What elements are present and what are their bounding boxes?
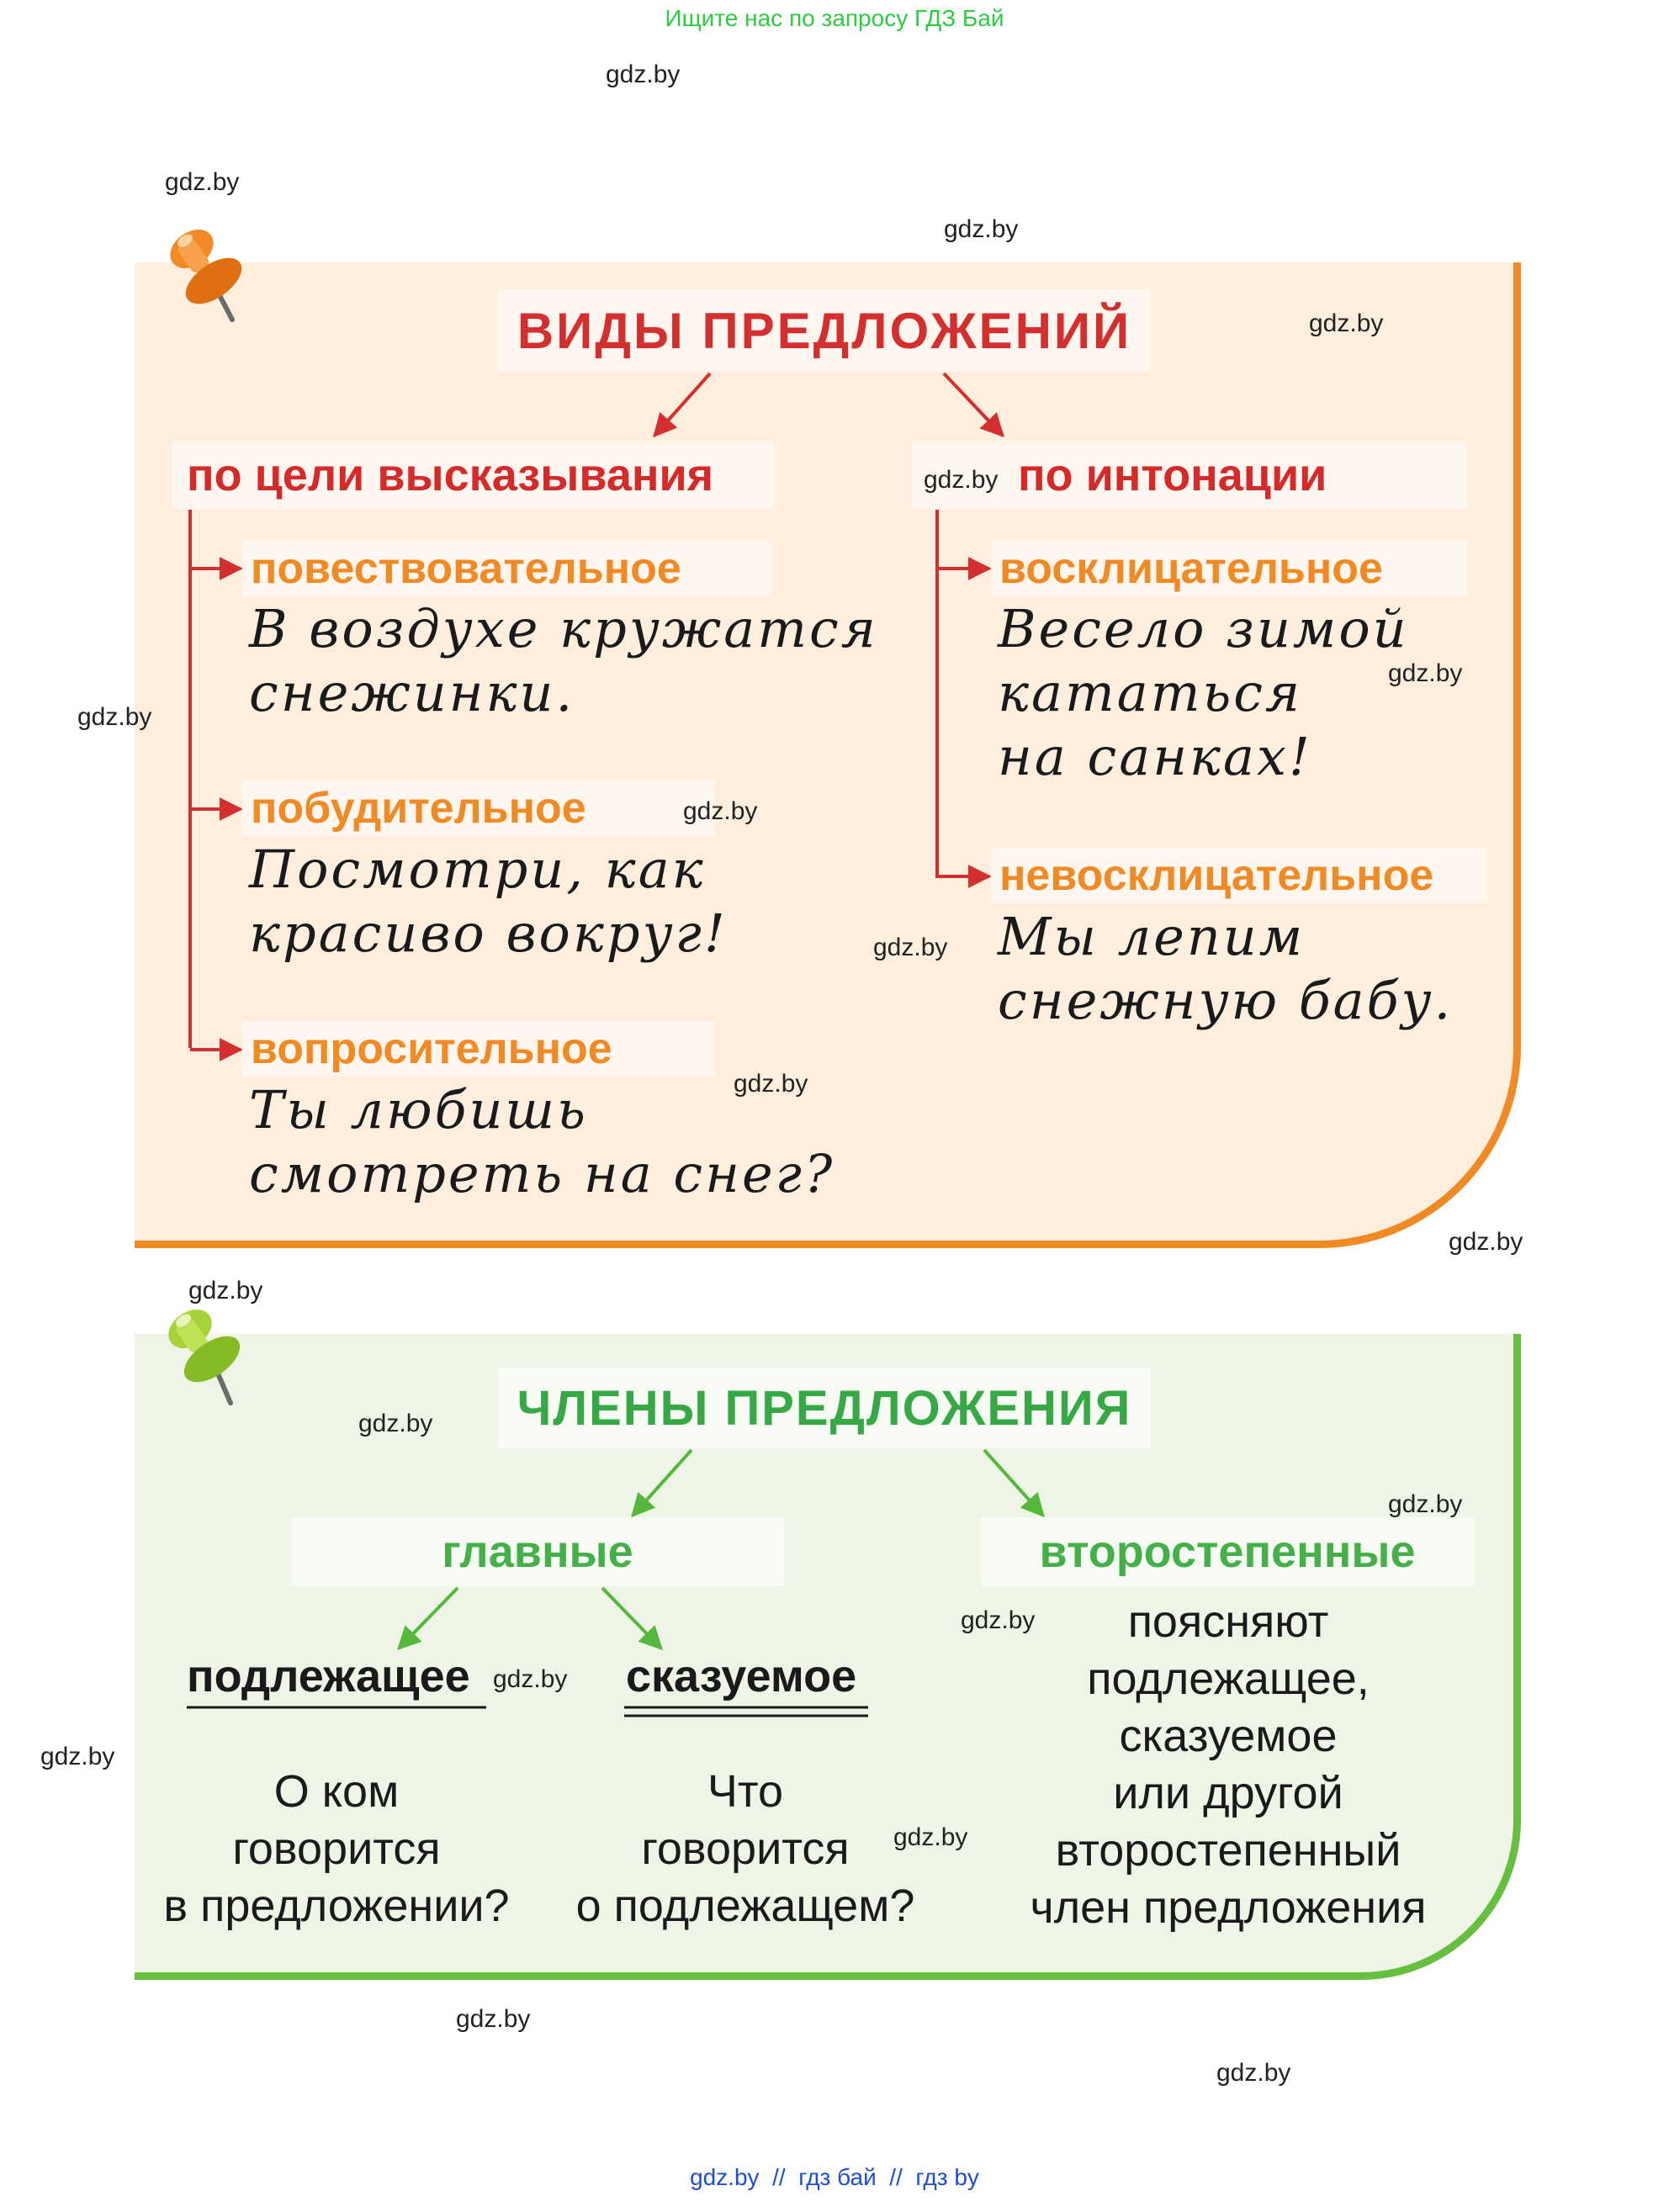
watermark: gdz.by [924, 466, 999, 494]
watermark: gdz.by [1388, 1490, 1463, 1518]
orange-pushpin-icon [170, 230, 242, 322]
footer-links[interactable]: gdz.by // гдз бай // гдз by [690, 2164, 979, 2190]
watermark: gdz.by [1309, 310, 1384, 337]
arrow-to-secondary [983, 1448, 1045, 1518]
watermark: gdz.by [40, 1743, 115, 1770]
watermark: gdz.by [606, 61, 681, 88]
arrow-to-purpose [653, 372, 712, 438]
imperative-example: Посмотри, как красиво вокруг! [249, 839, 728, 964]
watermark: gdz.by [188, 1277, 263, 1304]
purpose-category: по цели высказывания [172, 441, 774, 510]
arrow-to-intonation [942, 372, 1004, 438]
watermark: gdz.by [456, 2005, 531, 2033]
subject-question: О ком говорится в предложении? [163, 1766, 510, 1931]
watermark: gdz.by [873, 934, 948, 961]
watermark: gdz.by [165, 168, 240, 196]
intonation-category: по интонации [912, 441, 1467, 510]
main-members-category: главные [291, 1517, 784, 1586]
exclamatory-example: Весело зимой кататься на санках! [998, 598, 1409, 787]
interrogative-label: вопросительное [242, 1021, 715, 1077]
secondary-members-category: второстепенные [981, 1517, 1474, 1586]
arrow-to-predicate [601, 1586, 663, 1651]
predicate-question: Что говорится о подлежащем? [575, 1766, 915, 1931]
sentence-types-panel [135, 262, 1521, 1248]
non-exclamatory-label: невосклицательное [991, 848, 1487, 903]
non-exclamatory-example: Мы лепим снежную бабу. [998, 906, 1454, 1031]
watermark: gdz.by [961, 1606, 1036, 1634]
watermark: gdz.by [493, 1665, 568, 1693]
narrative-example: В воздухе кружатся снежинки. [249, 598, 878, 723]
exclamatory-label: восклицательное [991, 541, 1467, 596]
watermark: gdz.by [1388, 659, 1463, 687]
watermark: gdz.by [683, 797, 758, 825]
imperative-label: побудительное [242, 781, 715, 836]
secondary-description: поясняют подлежащее, сказуемое или друго… [1030, 1596, 1427, 1933]
watermark: gdz.by [77, 703, 152, 731]
watermark: gdz.by [358, 1410, 433, 1437]
watermark: gdz.by [1216, 2059, 1291, 2087]
arrow-to-subject [397, 1586, 459, 1651]
arrow-to-main [631, 1448, 693, 1518]
top-search-note: Ищите нас по запросу ГДЗ Бай [665, 5, 1004, 31]
watermark: gdz.by [734, 1070, 808, 1098]
narrative-label: повествовательное [242, 541, 772, 596]
watermark: gdz.by [893, 1823, 968, 1851]
sentence-types-title: ВИДЫ ПРЕДЛОЖЕНИЙ [498, 289, 1151, 372]
interrogative-example: Ты любишь смотреть на снег? [249, 1079, 835, 1204]
predicate-term: сказуемое [626, 1651, 857, 1701]
watermark: gdz.by [1449, 1228, 1523, 1256]
watermark: gdz.by [944, 215, 1019, 243]
sentence-members-title: ЧЛЕНЫ ПРЕДЛОЖЕНИЯ [498, 1368, 1151, 1448]
subject-term: подлежащее [187, 1651, 470, 1701]
green-pushpin-icon [168, 1310, 241, 1405]
